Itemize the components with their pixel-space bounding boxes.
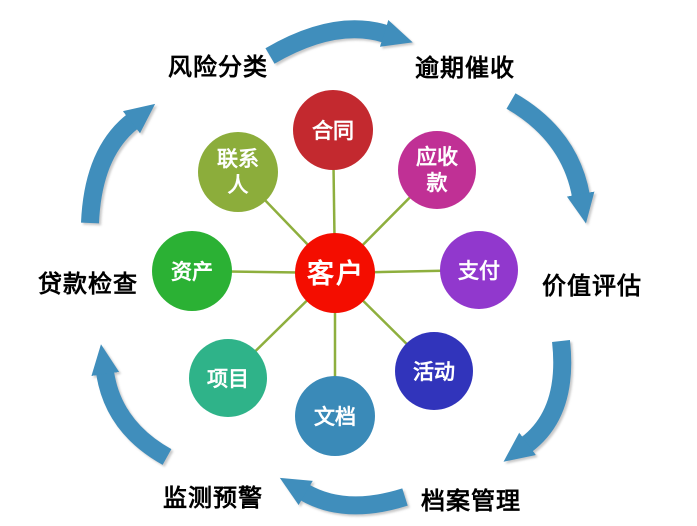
- cycle-arrow-lower-left: [91, 344, 172, 465]
- node-customer-circle: [295, 233, 375, 313]
- node-document-circle: [295, 376, 375, 456]
- cycle-arrow-upper-right: [506, 93, 595, 224]
- node-contact-circle: [198, 132, 278, 212]
- node-contract-label: 合同: [312, 119, 354, 143]
- cycle-arrow-lower-right: [503, 340, 572, 462]
- node-asset-circle: [152, 231, 232, 311]
- node-project: 项目: [189, 339, 267, 417]
- node-payment-label: 支付: [458, 259, 500, 283]
- node-activity-label: 活动: [413, 360, 455, 384]
- node-receivables-circle: [398, 131, 476, 209]
- cycle-arrow-top: [265, 20, 413, 64]
- node-project-circle: [189, 339, 267, 417]
- cycle-label-monitoring-warning: 监测预警: [163, 485, 263, 512]
- node-receivables: 应收 款: [398, 131, 476, 209]
- node-activity: 活动: [395, 332, 473, 410]
- node-contact-label-line2: 人: [228, 173, 249, 197]
- cycle-arrow-bottom: [279, 477, 408, 515]
- cycle-label-archive-management: 档案管理: [421, 487, 521, 515]
- node-contract-circle: [293, 90, 373, 170]
- node-payment: 支付: [440, 231, 518, 309]
- node-project-label: 项目: [207, 367, 249, 391]
- node-asset-label: 资产: [171, 260, 213, 284]
- node-receivables-label-line2: 款: [427, 171, 449, 195]
- node-customer-hub: 客户: [295, 233, 375, 313]
- cycle-arrow-upper-left: [81, 103, 156, 224]
- node-document-label: 文档: [314, 405, 356, 429]
- node-document: 文档: [295, 376, 375, 456]
- node-contact-label-line1: 联系: [217, 147, 259, 171]
- node-contract: 合同: [293, 90, 373, 170]
- node-receivables-label-line1: 应收: [416, 145, 458, 169]
- cycle-arrows: [81, 20, 595, 515]
- node-payment-circle: [440, 231, 518, 309]
- cycle-label-risk-classification: 风险分类: [168, 53, 268, 81]
- cycle-label-value-assessment: 价值评估: [542, 272, 642, 300]
- node-asset: 资产: [152, 231, 232, 311]
- node-contact: 联系 人: [198, 132, 278, 212]
- node-activity-circle: [395, 332, 473, 410]
- cycle-label-overdue-collection: 逾期催收: [415, 54, 515, 82]
- cycle-label-loan-inspection: 贷款检查: [38, 270, 138, 298]
- cycle-labels: 风险分类 逾期催收 价值评估 档案管理 监测预警 贷款检查: [38, 53, 642, 515]
- node-customer-label: 客户: [307, 258, 365, 289]
